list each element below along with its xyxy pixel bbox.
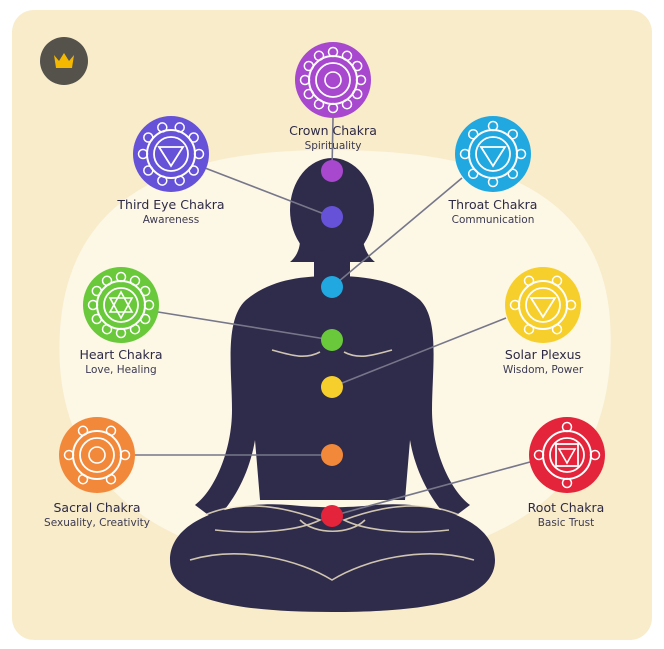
crown-icon — [54, 53, 74, 68]
label-heart: Heart Chakra Love, Healing — [31, 347, 211, 377]
label-crown: Crown Chakra Spirituality — [243, 123, 423, 153]
crown-symbol-icon — [295, 42, 371, 118]
heart-connector — [157, 311, 333, 341]
crown-subtitle: Spirituality — [304, 139, 362, 152]
root-title: Root Chakra — [527, 500, 605, 515]
crown-title: Crown Chakra — [289, 123, 377, 138]
throat-subtitle: Communication — [451, 213, 535, 226]
heart-body-dot — [321, 329, 343, 351]
heart-symbol-icon — [83, 267, 159, 343]
body-chakra-dots — [321, 160, 343, 527]
meditating-figure — [170, 158, 495, 612]
label-solar-plexus: Solar Plexus Wisdom, Power — [453, 347, 633, 377]
heart-title: Heart Chakra — [79, 347, 163, 362]
root-symbol-icon — [529, 417, 605, 493]
third-eye-connector — [204, 167, 333, 218]
root-body-dot — [321, 505, 343, 527]
third-eye-title: Third Eye Chakra — [117, 197, 225, 212]
throat-symbol-icon — [455, 116, 531, 192]
solar-plexus-body-dot — [321, 376, 343, 398]
solar-plexus-title: Solar Plexus — [504, 347, 582, 362]
third-eye-body-dot — [321, 206, 343, 228]
label-third-eye: Third Eye Chakra Awareness — [81, 197, 261, 227]
sacral-symbol-icon — [59, 417, 135, 493]
throat-body-dot — [321, 276, 343, 298]
label-throat: Throat Chakra Communication — [403, 197, 583, 227]
solar-plexus-symbol-icon — [505, 267, 581, 343]
crown-body-dot — [321, 160, 343, 182]
sacral-title: Sacral Chakra — [53, 500, 141, 515]
throat-connector — [331, 177, 463, 288]
chakra-symbols — [59, 42, 605, 493]
solar-plexus-connector — [331, 317, 507, 388]
root-connector — [331, 461, 531, 517]
heart-subtitle: Love, Healing — [85, 363, 157, 376]
root-subtitle: Basic Trust — [537, 516, 595, 529]
solar-plexus-subtitle: Wisdom, Power — [502, 363, 584, 376]
crown-badge[interactable] — [40, 37, 88, 85]
connector-lines — [135, 117, 531, 517]
label-sacral: Sacral Chakra Sexuality, Creativity — [7, 500, 187, 530]
third-eye-symbol-icon — [133, 116, 209, 192]
third-eye-subtitle: Awareness — [142, 213, 200, 226]
throat-title: Throat Chakra — [448, 197, 538, 212]
sacral-subtitle: Sexuality, Creativity — [44, 516, 150, 529]
label-root: Root Chakra Basic Trust — [476, 500, 656, 530]
sacral-body-dot — [321, 444, 343, 466]
figure-contours — [189, 349, 475, 581]
